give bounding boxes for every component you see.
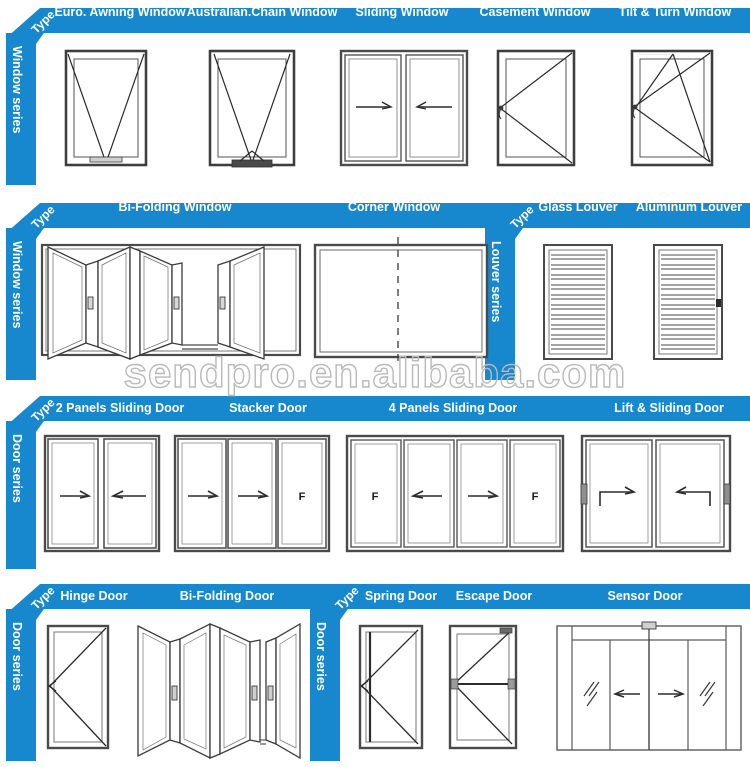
banner-diagonal-joint-2 xyxy=(6,203,62,239)
series-label-4b: Door series xyxy=(314,622,328,691)
banner-diagonal-joint-4 xyxy=(6,584,62,620)
banner-series-bar-2 xyxy=(6,228,36,380)
header-aluminum-louver[interactable]: Aluminum Louver xyxy=(635,200,743,214)
banner-header-bar xyxy=(60,8,750,33)
australian-chain-window-diagram xyxy=(208,49,296,168)
section-window-series-1: Type Window series Euro. Awning Window A… xyxy=(0,0,750,195)
glass-louver-diagram xyxy=(543,244,613,360)
header-spring-door[interactable]: Spring Door xyxy=(364,589,438,603)
panel-mark-f-3: F xyxy=(532,491,539,503)
stacker-door-diagram: F xyxy=(173,434,331,553)
header-sensor-door[interactable]: Sensor Door xyxy=(607,589,683,603)
series-label: Window series xyxy=(10,46,24,134)
bi-folding-door-diagram xyxy=(137,622,301,760)
casement-window-diagram xyxy=(496,49,576,167)
hinge-door-diagram xyxy=(46,624,110,750)
header-lift-sliding-door[interactable]: Lift & Sliding Door xyxy=(614,401,724,415)
panel-mark-f-1: F xyxy=(299,491,306,503)
header-2-panels-sliding-door[interactable]: 2 Panels Sliding Door xyxy=(55,401,185,415)
banner-diagonal-joint-3 xyxy=(6,396,62,432)
banner-diagonal-joint-louver xyxy=(485,203,541,239)
spring-door-diagram xyxy=(358,624,424,750)
header-bi-folding-window[interactable]: Bi-Folding Window xyxy=(118,200,232,214)
header-escape-door[interactable]: Escape Door xyxy=(455,589,533,603)
tilt-turn-window-diagram xyxy=(630,49,714,167)
section-window-series-2: Type Window series Type Louver series Bi… xyxy=(0,195,750,390)
banner-diagonal-joint xyxy=(6,8,62,44)
banner-series-bar-3 xyxy=(6,421,36,569)
banner-header-bar-3 xyxy=(60,396,750,421)
four-panel-sliding-door-diagram: F F xyxy=(345,434,565,553)
section-door-series-2: Type Door series Type Door series Hinge … xyxy=(0,580,750,767)
series-label-4a: Door series xyxy=(10,622,24,691)
header-4-panels-sliding-door[interactable]: 4 Panels Sliding Door xyxy=(388,401,518,415)
escape-door-diagram xyxy=(448,624,518,750)
bi-folding-window-diagram xyxy=(40,243,302,360)
aluminum-louver-diagram xyxy=(653,244,723,360)
header-corner-window[interactable]: Corner Window xyxy=(347,200,441,214)
banner-header-bar-2 xyxy=(60,203,750,228)
header-euro-awning-window[interactable]: Euro. Awning Window xyxy=(54,5,186,19)
header-glass-louver[interactable]: Glass Louver xyxy=(538,200,618,214)
series-label-2a: Window series xyxy=(10,241,24,329)
banner-series-bar-4 xyxy=(6,609,36,761)
header-stacker-door[interactable]: Stacker Door xyxy=(229,401,307,415)
sliding-window-diagram xyxy=(339,49,469,167)
banner-series-bar-4b xyxy=(310,609,340,761)
banner-header-bar-4 xyxy=(60,584,750,609)
two-panel-sliding-door-diagram xyxy=(43,434,161,553)
banner-series-bar xyxy=(6,33,36,185)
banner-louver-bar xyxy=(485,228,515,380)
sensor-door-diagram xyxy=(556,621,742,751)
panel-mark-f-2: F xyxy=(372,491,379,503)
corner-window-diagram xyxy=(313,237,489,367)
header-bi-folding-door[interactable]: Bi-Folding Door xyxy=(179,589,275,603)
series-label-louver: Louver series xyxy=(489,241,503,323)
euro-awning-window-diagram xyxy=(64,49,148,167)
section-door-series-1: Type Door series 2 Panels Sliding Door S… xyxy=(0,390,750,580)
header-sliding-window[interactable]: Sliding Window xyxy=(355,5,449,19)
header-tilt-turn-window[interactable]: Tilt & Turn Window xyxy=(618,5,732,19)
header-hinge-door[interactable]: Hinge Door xyxy=(60,589,128,603)
banner-diagonal-joint-4b xyxy=(310,584,366,620)
header-casement-window[interactable]: Casement Window xyxy=(479,5,591,19)
lift-sliding-door-diagram xyxy=(580,434,732,553)
header-australian-chain-window[interactable]: Australian.Chain Window xyxy=(186,5,338,19)
series-label-3: Door series xyxy=(10,434,24,503)
